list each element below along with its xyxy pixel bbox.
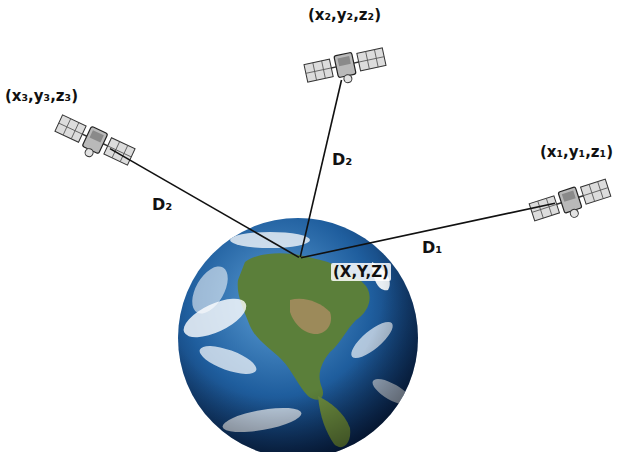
distance-label: D₁ (420, 238, 444, 257)
coordinate-label: (x₃,y₃,z₃) (5, 87, 78, 105)
distance-label: D₂ (150, 195, 174, 214)
receiver-point: (X,Y,Z) (299, 257, 301, 259)
coordinate-label: (X,Y,Z) (331, 263, 391, 281)
satellite-node: (x₂,y₂,z₂) (330, 50, 360, 80)
range-line (110, 149, 299, 258)
satellite-node: (x₃,y₃,z₃) (80, 125, 110, 155)
satellite-node: (x₁,y₁,z₁) (555, 185, 585, 215)
range-line (301, 203, 555, 258)
coordinate-label: (x₂,y₂,z₂) (308, 6, 381, 24)
distance-label: D₂ (330, 150, 354, 169)
coordinate-label: (x₁,y₁,z₁) (540, 143, 613, 161)
